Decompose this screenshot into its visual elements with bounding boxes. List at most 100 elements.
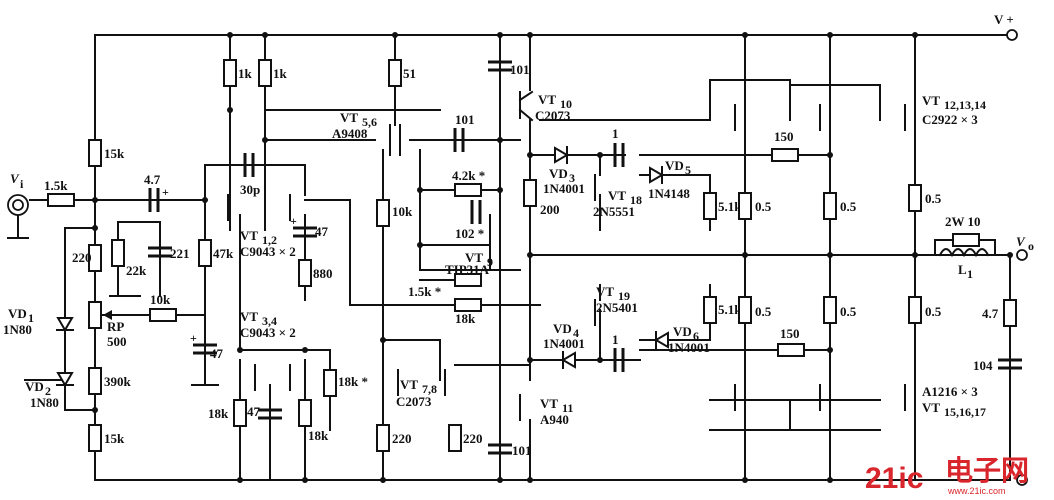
svg-text:+: + [162,185,169,199]
r18k-r-label: 18k [308,428,329,443]
watermark-url: www.21ic.com [947,486,1006,496]
vt78-name: VT [400,377,418,392]
svg-text:1: 1 [967,267,973,281]
transistor: VT 9 TIP31A [445,231,493,277]
r05-2-label: 0.5 [840,199,857,214]
vt12-name: VT [240,228,258,243]
r10-out-label: 2W 10 [945,214,981,229]
resistor: 1.5k * [408,273,482,299]
c101-mid-label: 101 [455,112,475,127]
r05-6-label: 0.5 [925,304,942,319]
vt9-name: VT [465,250,483,265]
vout-sub: o [1028,239,1034,253]
resistor: 5.1k [703,192,742,220]
svg-text:1N4148: 1N4148 [648,186,690,201]
resistor: 0.5 [738,296,772,324]
r1k-b-label: 1k [273,66,288,81]
resistor: 220 [376,424,412,452]
watermark-logo: 21ic 电子网 www.21ic.com [865,454,1029,496]
svg-text:C9043 × 2: C9043 × 2 [240,325,296,340]
vd5-label: VD [665,158,684,173]
resistor: 47k [198,239,234,267]
capacitor: + 47 [290,214,329,239]
svg-text:A940: A940 [540,412,569,427]
r1-5k-in-label: 1.5k [44,178,68,193]
resistor: 150 [777,326,805,357]
resistor: 1.5k [44,178,75,207]
c4-7-label: 4.7 [144,172,161,187]
svg-text:1N4001: 1N4001 [543,336,585,351]
resistor: 220 [448,424,483,452]
resistor: 10k [376,199,413,227]
c30p-label: 30p [240,182,260,197]
resistor: 0.5 [738,192,772,220]
resistor: 0.5 [823,192,857,220]
capacitor: + 47 [190,331,224,361]
inductor-name: L [958,262,967,277]
vt18-name: VT [608,188,626,203]
r220-label: 220 [72,250,92,265]
r4-2k-label: 4.2k * [452,168,485,183]
capacitor: 1 [612,332,625,372]
diode: VD 2 1N80 [25,372,74,410]
r47k-label: 47k [213,246,234,261]
resistor: 1k [258,59,288,87]
vin-label: V [10,171,20,186]
vd1-label: VD [8,306,27,321]
resistor: 18k [208,399,247,427]
svg-text:+: + [190,331,197,345]
r05-3-label: 0.5 [925,191,942,206]
svg-text:1,2: 1,2 [262,233,277,247]
transistor: A1216 × 3 VT 15,16,17 [734,384,986,419]
svg-text:1N4001: 1N4001 [668,340,710,355]
diode: VD 6 1N4001 [654,324,710,355]
resistor: 22k [111,239,147,278]
c47-c-label: 47 [247,404,261,419]
transistor: VT 5,6 A9408 [332,110,401,156]
resistor: 10k [149,292,177,322]
ground-terminal [1016,474,1028,486]
capacitor: 101 [488,34,530,77]
svg-text:19: 19 [618,289,630,303]
svg-text:C9043 × 2: C9043 × 2 [240,244,296,259]
vin-terminal: V i [7,171,29,216]
vt121314-name: VT [922,93,940,108]
vd4-label: VD [553,321,572,336]
watermark-brand-b: 电子网 [945,454,1029,487]
resistor: 51 [388,59,416,87]
svg-text:7,8: 7,8 [422,382,437,396]
vt151617-name: VT [922,400,940,415]
c47-b-label: 47 [210,346,224,361]
transistor: VT 19 2N5401 [594,284,638,326]
diode: VD 3 1N4001 [543,146,585,196]
r220-b-label: 220 [463,431,483,446]
capacitor: 101 [488,443,532,458]
capacitor: 1 [612,126,625,167]
r18k-l-label: 18k [208,406,229,421]
svg-text:1N80: 1N80 [3,322,32,337]
vd2-label: VD [25,379,44,394]
r18k-star-label: 18k * [338,374,368,389]
svg-text:+: + [290,214,297,228]
svg-text:6: 6 [693,329,699,343]
r15k-top-label: 15k [104,146,125,161]
resistor: 18k * [323,369,368,397]
r10k-rp-label: 10k [150,292,171,307]
c102-label: 102 * [455,226,484,241]
r05-5-label: 0.5 [840,304,857,319]
resistor: 200 [523,179,560,217]
resistor: 18k [454,298,482,326]
c1-t-label: 1 [612,126,619,141]
svg-text:15,16,17: 15,16,17 [944,405,986,419]
vt10-name: VT [538,92,556,107]
vout-terminal: V o [1016,234,1034,261]
r05-4-label: 0.5 [755,304,772,319]
vd3-label: VD [549,166,568,181]
capacitor: 102 * [455,200,484,241]
resistor: 15k [88,424,125,452]
transistor: VT 12,13,14 C2922 × 3 [734,93,986,131]
r390k-label: 390k [104,374,132,389]
c47-a-label: 47 [315,224,329,239]
transistor: VT 10 C2073 [518,90,572,123]
